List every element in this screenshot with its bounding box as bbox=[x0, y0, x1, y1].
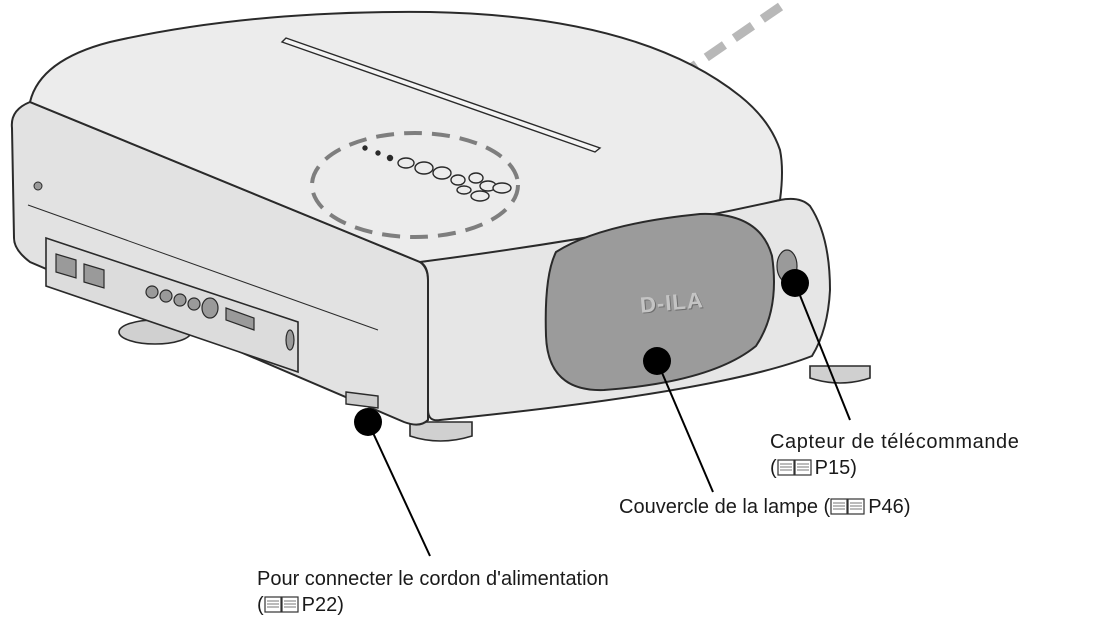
book-icon bbox=[264, 595, 300, 621]
power-socket bbox=[345, 391, 379, 409]
callout-line-power-cord bbox=[367, 421, 431, 557]
ir-beam-dashed-line bbox=[507, 0, 793, 196]
callout-ref-power-cord: (P22) bbox=[257, 592, 609, 621]
projector-foot bbox=[809, 365, 871, 384]
control-panel-highlight bbox=[310, 131, 520, 239]
connector-ports bbox=[55, 253, 295, 351]
callout-text-power-cord: Pour connecter le cordon d'alimentation bbox=[257, 568, 609, 590]
brand-logo: D-ILA bbox=[638, 287, 705, 318]
callout-ref-page-power-cord: P22 bbox=[301, 594, 338, 616]
callout-label-lamp-cover: Couvercle de la lampe (P46) bbox=[619, 494, 910, 523]
projector-foot bbox=[409, 421, 473, 442]
callout-line-lamp-cover bbox=[656, 360, 714, 493]
book-icon bbox=[830, 497, 866, 523]
callout-text-lamp-cover: Couvercle de la lampe ( bbox=[619, 496, 831, 518]
connector-panel bbox=[45, 236, 299, 374]
top-vent-slot bbox=[280, 37, 602, 153]
callout-label-power-cord: Pour connecter le cordon d'alimentation … bbox=[257, 566, 609, 621]
callout-ref-remote-sensor: (P15) bbox=[770, 455, 1020, 484]
projector-side-panel bbox=[10, 100, 429, 426]
callout-ref-page-remote-sensor: P15 bbox=[814, 457, 851, 479]
callout-text-remote-sensor: Capteur de télécommande bbox=[770, 431, 1020, 453]
panel-seam bbox=[27, 204, 379, 331]
callout-label-remote-sensor: Capteur de télécommande (P15) bbox=[770, 429, 1020, 484]
callout-ref-page-lamp-cover: P46 bbox=[868, 496, 904, 518]
lamp-cover bbox=[544, 212, 775, 392]
control-buttons bbox=[362, 145, 512, 202]
callout-line-remote-sensor bbox=[794, 282, 851, 421]
book-icon bbox=[777, 458, 813, 484]
indicator-dot bbox=[33, 181, 43, 191]
